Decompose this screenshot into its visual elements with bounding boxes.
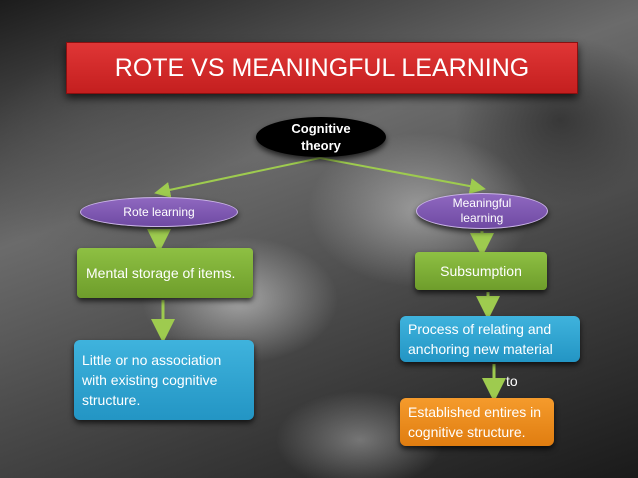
association-box: Little or no association with existing c… <box>74 340 254 420</box>
page-title: ROTE VS MEANINGFUL LEARNING <box>66 42 578 94</box>
meaningful-line-2: learning <box>460 211 504 225</box>
arrow-root-to-rote <box>154 157 321 198</box>
root-line-2: theory <box>301 138 341 153</box>
mental-storage-box: Mental storage of items. <box>77 248 253 298</box>
connector-label-to: to <box>506 373 518 389</box>
process-line-1: Process of relating and <box>408 321 552 337</box>
established-line-2: cognitive structure. <box>408 424 526 440</box>
meaningful-learning-node: Meaningful learning <box>416 193 548 229</box>
process-line-2: anchoring new material <box>408 341 553 357</box>
rote-learning-node: Rote learning <box>80 197 238 227</box>
meaningful-line-1: Meaningful <box>452 196 512 210</box>
assoc-line-1: Little or no association <box>82 352 222 368</box>
arrow-root-to-meaningful <box>319 157 486 195</box>
assoc-line-3: structure. <box>82 392 141 408</box>
process-relating-box: Process of relating and anchoring new ma… <box>400 316 580 362</box>
assoc-line-2: with existing cognitive <box>82 372 218 388</box>
cognitive-theory-node: Cognitive theory <box>256 117 386 157</box>
established-line-1: Established entires in <box>408 404 542 420</box>
subsumption-box: Subsumption <box>415 252 547 290</box>
established-entires-box: Established entires in cognitive structu… <box>400 398 554 446</box>
root-line-1: Cognitive <box>291 121 351 136</box>
